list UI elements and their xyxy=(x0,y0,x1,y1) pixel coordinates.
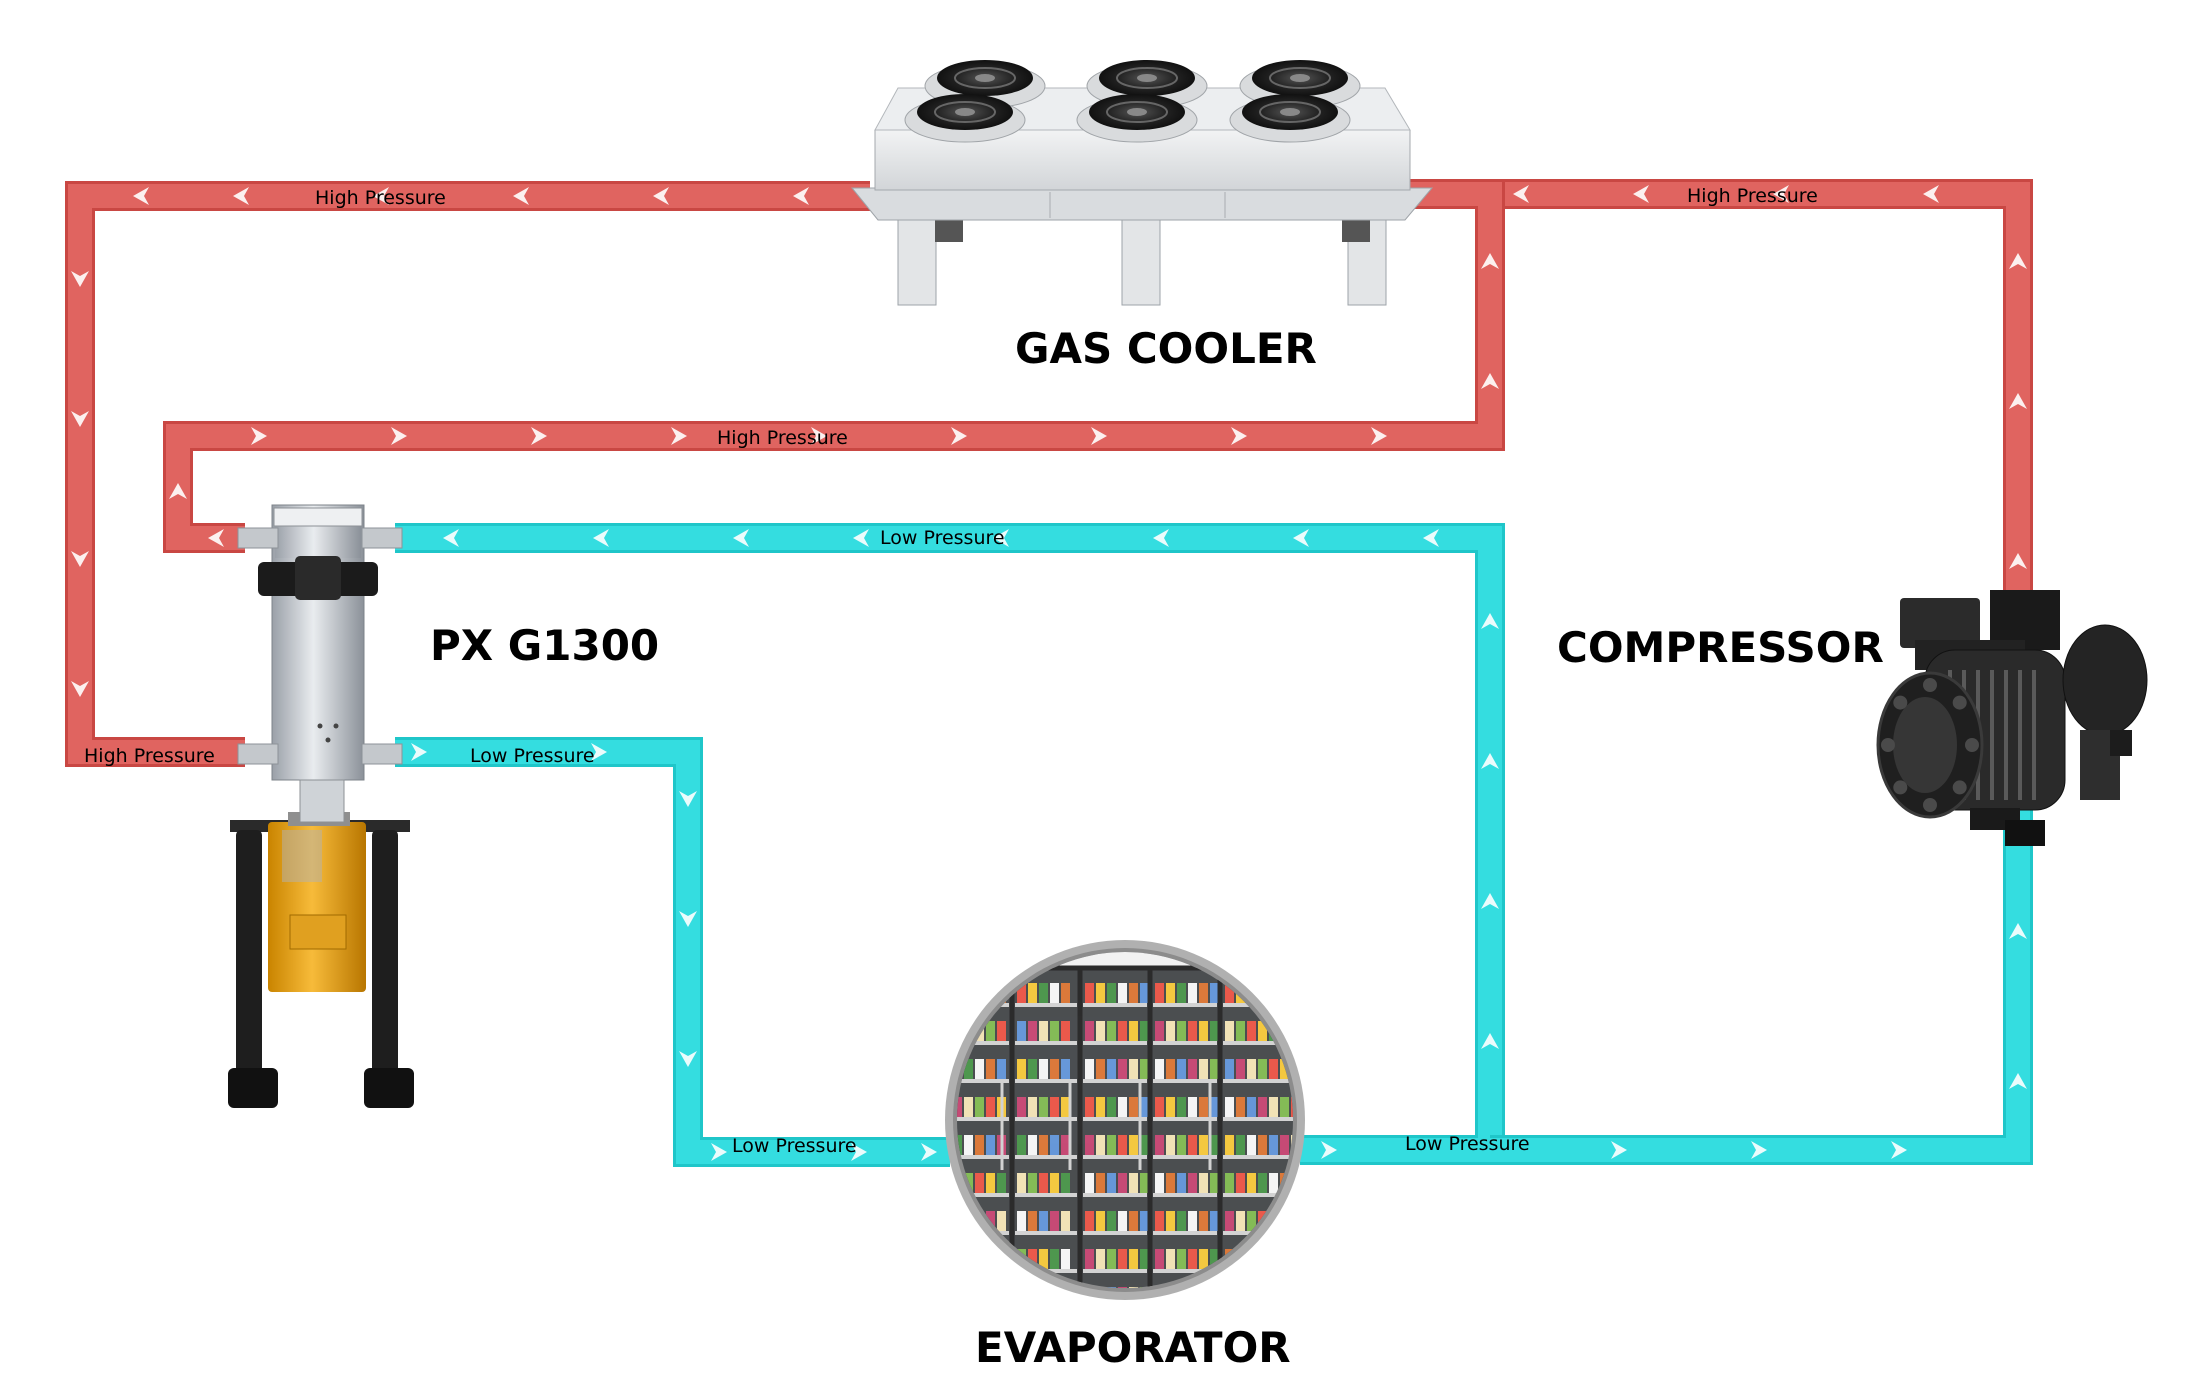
flow-arrow-icon xyxy=(443,529,459,547)
pipe-label-upper-low: Low Pressure xyxy=(880,527,1005,549)
pipe-label-evaporator-inlet: Low Pressure xyxy=(732,1135,857,1157)
flow-arrow-icon xyxy=(811,427,827,445)
flow-arrow-icon xyxy=(71,271,89,287)
flow-arrow-icon xyxy=(531,427,547,445)
flow-arrow-icon xyxy=(1513,185,1529,203)
flow-arrow-icon xyxy=(733,529,749,547)
flow-arrow-icon xyxy=(853,529,869,547)
pipe-label-top-left: High Pressure xyxy=(315,187,446,209)
fan-icon xyxy=(1076,94,1198,143)
flow-arrow-icon xyxy=(2009,253,2027,269)
pipe-label-compressor-suction: Low Pressure xyxy=(1405,1133,1530,1155)
flow-arrow-icon xyxy=(593,529,609,547)
fan-icon xyxy=(904,94,1026,143)
flow-arrow-icon xyxy=(391,427,407,445)
flow-arrow-icon xyxy=(653,187,669,205)
flow-arrow-icon xyxy=(133,187,149,205)
flow-arrow-icon xyxy=(679,911,697,927)
flow-arrow-icon xyxy=(679,791,697,807)
flow-arrow-icon xyxy=(2009,393,2027,409)
compressor-icon xyxy=(1876,590,2148,846)
px-unit-label: PX G1300 xyxy=(430,621,659,670)
pipe-px-outlet-low xyxy=(395,737,950,1167)
flow-arrow-icon xyxy=(1371,427,1387,445)
flow-arrow-icon xyxy=(851,1143,867,1161)
flow-arrow-icon xyxy=(1611,1141,1627,1159)
flow-arrow-icon xyxy=(591,743,607,761)
flow-arrow-icon xyxy=(513,187,529,205)
flow-arrow-icon xyxy=(208,529,224,547)
flow-arrow-icon xyxy=(1423,529,1439,547)
flow-arrow-icon xyxy=(1751,1141,1767,1159)
flow-arrow-icon xyxy=(1481,893,1499,909)
flow-arrow-icon xyxy=(679,1051,697,1067)
flow-arrow-icon xyxy=(1481,753,1499,769)
flow-arrow-icon xyxy=(2009,553,2027,569)
fan-icon xyxy=(1229,94,1351,143)
pressure-exchanger-icon xyxy=(228,504,414,1108)
flow-arrow-icon xyxy=(1891,1141,1907,1159)
flow-arrow-icon xyxy=(373,187,389,205)
pipe-label-px-inlet-high: High Pressure xyxy=(84,745,215,767)
pipe-top-left-high xyxy=(65,181,870,767)
pipe-label-top-right: High Pressure xyxy=(1687,185,1818,207)
pipe-label-px-outlet-low: Low Pressure xyxy=(470,745,595,767)
flow-arrow-icon xyxy=(993,529,1009,547)
pipe-top-right-high xyxy=(1410,179,2033,600)
flow-arrow-icon xyxy=(71,551,89,567)
gas-cooler-fans xyxy=(904,60,1361,143)
flow-arrow-icon xyxy=(71,681,89,697)
flow-arrow-icon xyxy=(1633,185,1649,203)
flow-arrow-icon xyxy=(1481,373,1499,389)
flow-arrow-icon xyxy=(233,187,249,205)
gas-cooler-fan-unit-icon xyxy=(850,60,1434,306)
flow-arrow-icon xyxy=(1231,427,1247,445)
pipe-middle-high xyxy=(163,179,1505,553)
flow-arrow-icon xyxy=(921,1143,937,1161)
flow-arrow-icon xyxy=(2009,1073,2027,1089)
flow-arrow-icon xyxy=(951,427,967,445)
flow-arrow-icon xyxy=(793,187,809,205)
pipe-upper-low xyxy=(395,523,1505,1165)
pipe-label-middle-high: High Pressure xyxy=(717,427,848,449)
flow-arrow-icon xyxy=(2009,923,2027,939)
flow-arrow-icon xyxy=(1773,185,1789,203)
flow-arrow-icon xyxy=(1481,253,1499,269)
flow-arrow-icon xyxy=(251,427,267,445)
pipe-network xyxy=(65,179,2033,1167)
pipe-compressor-suction-low xyxy=(1490,800,2033,1165)
compressor-label: COMPRESSOR xyxy=(1557,623,1884,672)
evaporator-label: EVAPORATOR xyxy=(975,1323,1291,1372)
flow-arrow-icon xyxy=(1481,1033,1499,1049)
flow-arrow-icon xyxy=(1923,185,1939,203)
flow-arrow-icon xyxy=(711,1143,727,1161)
flow-arrows xyxy=(71,185,2027,1161)
refrigerated-display-case-icon xyxy=(945,940,1305,1300)
flow-arrow-icon xyxy=(1321,1141,1337,1159)
flow-arrow-icon xyxy=(671,427,687,445)
flow-arrow-icon xyxy=(1153,529,1169,547)
flow-arrow-icon xyxy=(1293,529,1309,547)
flow-arrow-icon xyxy=(169,483,187,499)
flow-arrow-icon xyxy=(411,743,427,761)
flow-arrow-icon xyxy=(71,411,89,427)
gas-cooler-label: GAS COOLER xyxy=(1015,324,1317,373)
flow-arrow-icon xyxy=(1091,427,1107,445)
flow-arrow-icon xyxy=(1481,613,1499,629)
